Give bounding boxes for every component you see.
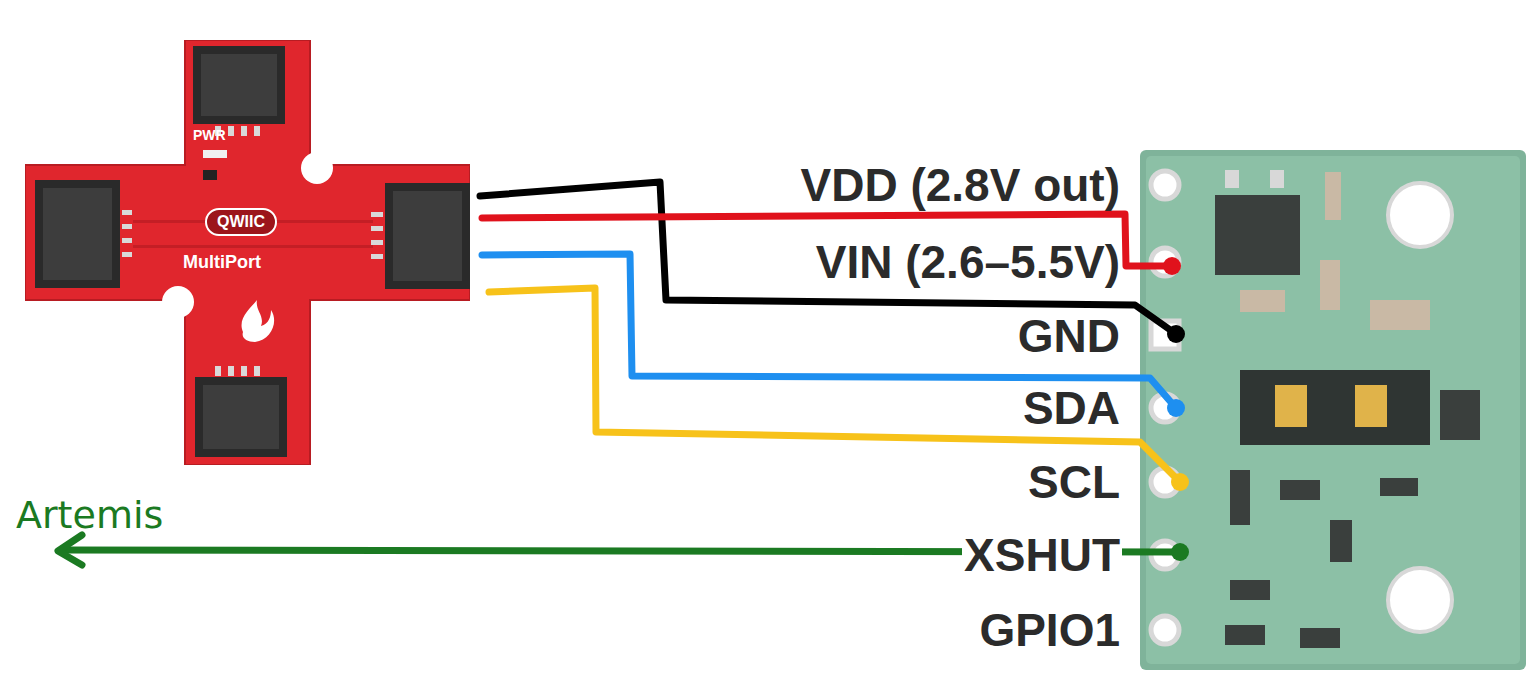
wire-dot	[1171, 473, 1189, 491]
sensor-board	[1140, 150, 1526, 670]
target-label: Artemis	[16, 496, 163, 534]
silkscreen-text: MultiPort	[183, 253, 261, 271]
wire-dot	[1163, 257, 1181, 275]
arrow-head	[58, 535, 82, 565]
pin-label: GND	[1016, 313, 1122, 359]
pin-label: XSHUT	[962, 532, 1122, 578]
wire-dot	[1167, 325, 1185, 343]
silkscreen-text: PWR	[193, 128, 226, 142]
qwiic-board: PWR QWIIC MultiPort	[25, 40, 470, 465]
pin-label: SDA	[1021, 385, 1122, 431]
pin-label: SCL	[1026, 459, 1122, 505]
pin-label: GPIO1	[977, 607, 1122, 653]
pin-label: VDD (2.8V out)	[799, 162, 1122, 208]
wire-dot	[1167, 399, 1185, 417]
pin-label: VIN (2.6–5.5V)	[814, 239, 1122, 285]
logo-text: QWIIC	[205, 208, 277, 236]
wire-dot	[1171, 543, 1189, 561]
scl-wire	[489, 288, 1180, 482]
